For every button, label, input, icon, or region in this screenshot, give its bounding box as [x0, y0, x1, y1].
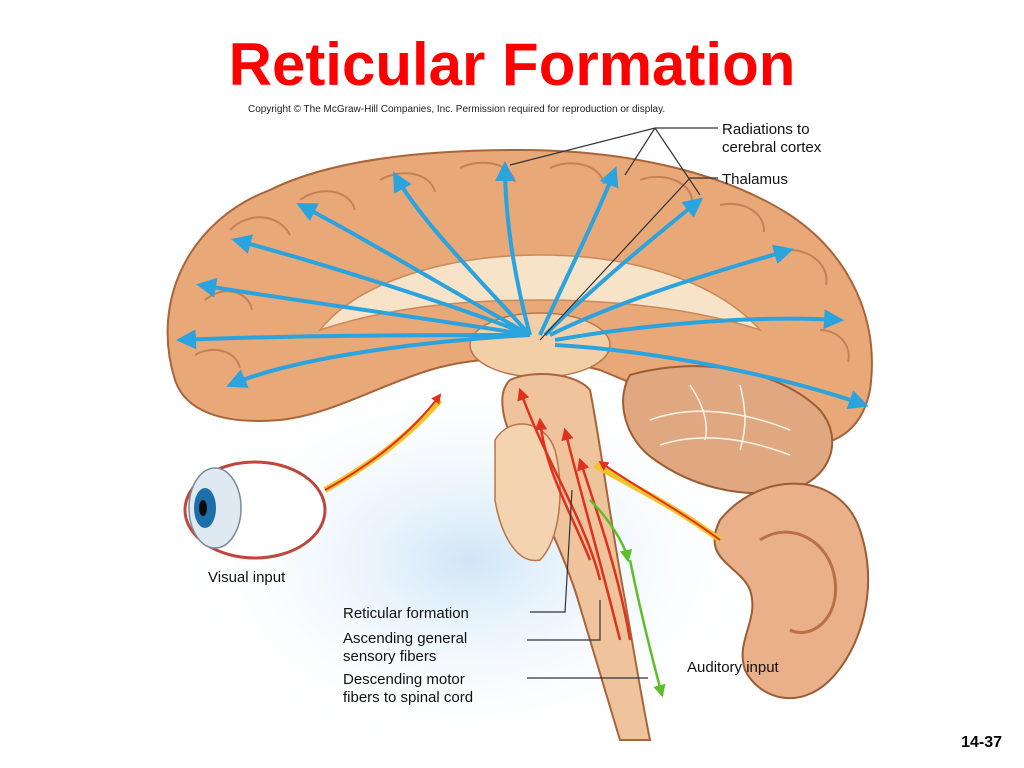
leader-lines: [509, 127, 718, 679]
page-number: 14-37: [961, 734, 1002, 751]
copyright-notice: Copyright © The McGraw-Hill Companies, I…: [248, 104, 666, 115]
radiation-arrow: [549, 244, 794, 337]
label-descending-line2: fibers to spinal cord: [343, 689, 473, 706]
label-thalamus: Thalamus: [722, 171, 788, 188]
auditory-input-path: [593, 460, 722, 543]
eye-illustration: [183, 460, 327, 560]
descending-fibers: [589, 499, 666, 698]
label-ascending-line1: Ascending general: [343, 630, 467, 647]
radiation-arrows: [176, 161, 869, 410]
ear-illustration: [713, 482, 869, 699]
label-visual-input: Visual input: [208, 569, 286, 586]
label-auditory-input: Auditory input: [687, 659, 780, 676]
radiation-arrow: [226, 333, 531, 388]
label-radiations-line1: Radiations to: [722, 121, 810, 138]
radiation-arrow: [554, 343, 869, 410]
radiation-arrow: [176, 329, 531, 350]
ear-inner-fold: [759, 530, 837, 634]
radiation-arrow: [393, 171, 532, 337]
cerebellum-folia: [649, 384, 791, 456]
slide-title: Reticular Formation: [228, 31, 796, 98]
label-radiations-line2: cerebral cortex: [722, 139, 822, 156]
label-reticular-formation: Reticular formation: [343, 605, 469, 622]
corpus-callosum: [317, 254, 763, 332]
ascending-fibers: [517, 387, 632, 641]
radiation-arrow: [554, 309, 844, 342]
radiation-arrow: [543, 197, 704, 337]
radiation-arrow: [231, 234, 531, 337]
visual-input-path: [323, 393, 443, 493]
label-ascending-line2: sensory fibers: [343, 648, 436, 665]
radiation-arrow: [538, 166, 619, 336]
pons: [494, 423, 561, 562]
radiation-arrow: [495, 161, 532, 336]
label-descending-line1: Descending motor: [343, 671, 465, 688]
radiation-arrow: [196, 277, 531, 337]
radiation-arrow: [296, 203, 531, 337]
thalamus: [469, 312, 611, 378]
